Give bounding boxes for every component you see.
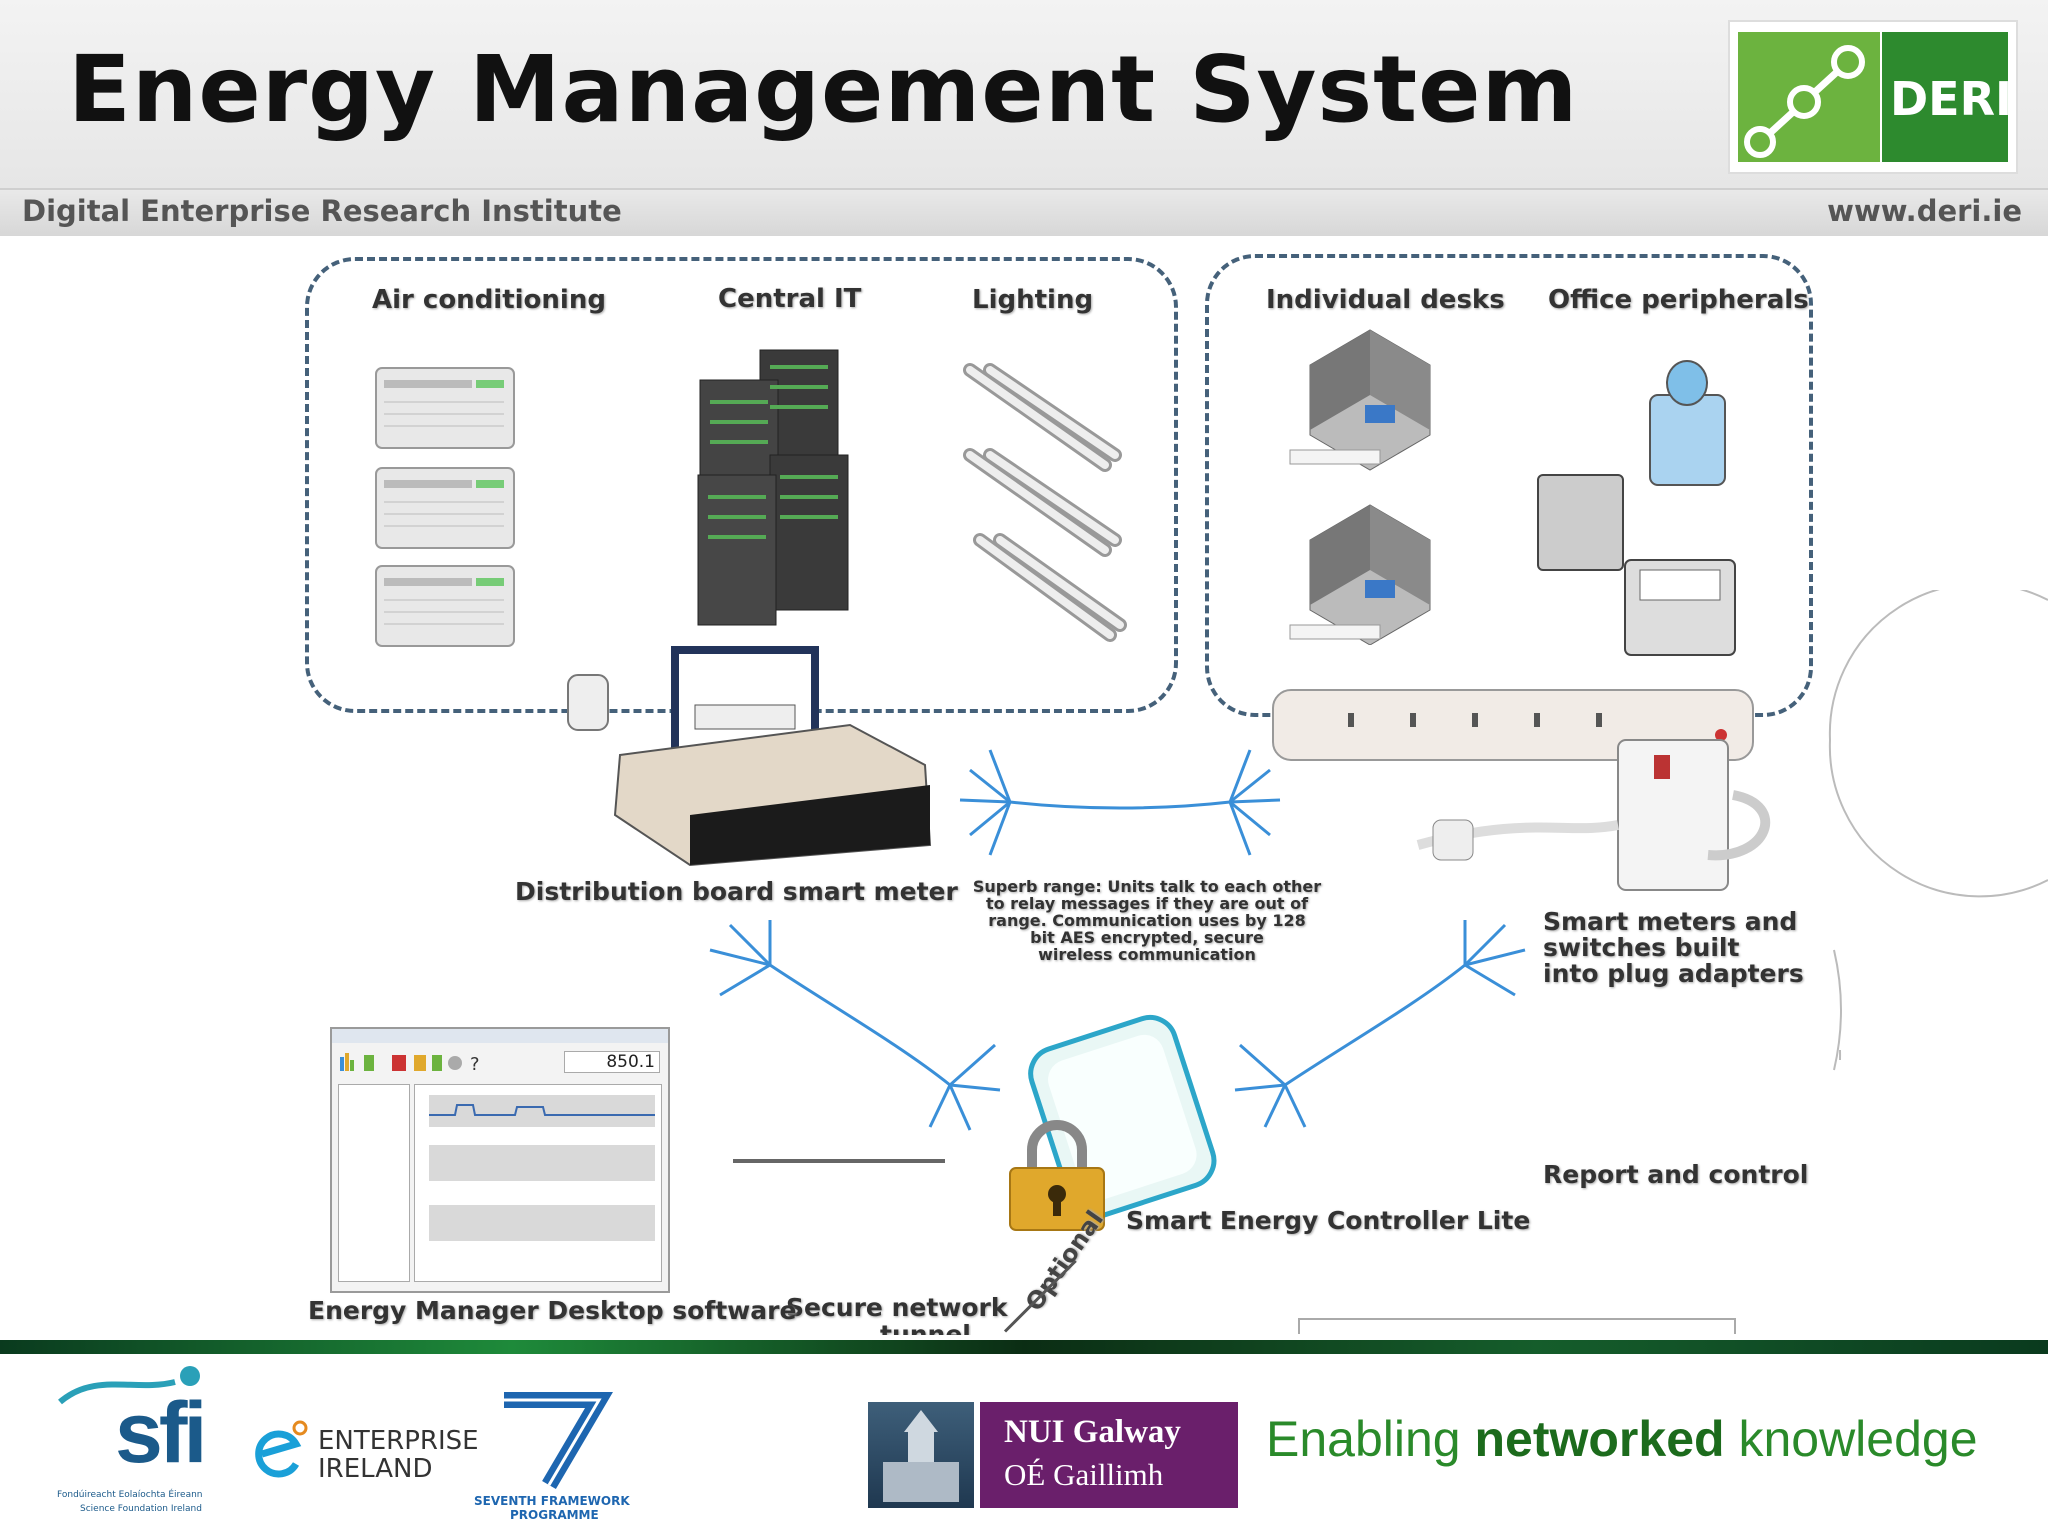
air-conditioner-units xyxy=(375,367,515,647)
sfi-logo: sfi Fondúireacht Eolaíochta Éireann Scie… xyxy=(55,1362,225,1522)
tagline-pre: Enabling xyxy=(1266,1411,1475,1467)
svg-text:?: ? xyxy=(470,1054,480,1073)
label-desktop-software: Energy Manager Desktop software xyxy=(308,1296,797,1325)
enterprise-text-2: IRELAND xyxy=(318,1454,433,1484)
wireless-link-arrows-top xyxy=(959,749,1281,856)
fp7-text-2: PROGRAMME xyxy=(510,1508,599,1522)
network-line xyxy=(733,1159,945,1163)
toolbar-icons: ? xyxy=(340,1051,490,1075)
tagline-post: knowledge xyxy=(1724,1411,1978,1467)
smart-meters-line: into plug adapters xyxy=(1543,959,1804,988)
label-tunnel: tunnel xyxy=(880,1320,971,1335)
deri-logo: DERI xyxy=(1728,20,2018,174)
range-note-line: to relay messages if they are out of xyxy=(985,894,1309,913)
label-controller: Smart Energy Controller Lite xyxy=(1126,1206,1531,1235)
sfi-sub-2: Science Foundation Ireland xyxy=(80,1504,202,1514)
decorative-arc xyxy=(1828,590,2048,1071)
range-note-line: wireless communication xyxy=(1038,945,1256,964)
distribution-board-meter xyxy=(567,646,932,867)
label-individual-desks: Individual desks xyxy=(1266,285,1505,315)
label-secure-network: Secure network xyxy=(786,1293,1008,1322)
office-desk-cubicles xyxy=(1289,329,1431,645)
range-note: Superb range: Units talk to each other t… xyxy=(972,878,1322,963)
energy-readout: 850.1 xyxy=(564,1051,660,1073)
fluorescent-tubes xyxy=(963,363,1127,642)
usage-graph-plot xyxy=(429,1095,655,1241)
deri-logo-block xyxy=(1882,32,2008,162)
enterprise-e-icon xyxy=(255,1420,308,1478)
smart-meters-line: switches built xyxy=(1543,933,1740,962)
slide-title: Energy Management System xyxy=(68,36,1579,143)
chart-toolbar-icon: ? xyxy=(340,1053,480,1075)
tagline-bold: networked xyxy=(1474,1411,1725,1467)
nui-text-2: OÉ Gaillimh xyxy=(1004,1457,1164,1492)
slide-header xyxy=(0,0,2048,188)
wireless-link-arrows-left xyxy=(709,920,1001,1131)
window-titlebar xyxy=(332,1029,668,1043)
power-strip-plug-adapter xyxy=(1272,689,1771,891)
wireless-link-arrows-right xyxy=(1234,920,1526,1128)
label-lighting: Lighting xyxy=(972,285,1094,315)
fp7-logo: SEVENTH FRAMEWORK PROGRAMME xyxy=(474,1390,630,1522)
nui-text-1: NUI Galway xyxy=(1004,1414,1181,1450)
nui-building-icon xyxy=(868,1402,974,1508)
label-distribution-meter: Distribution board smart meter xyxy=(515,877,958,906)
label-central-it: Central IT xyxy=(718,284,862,314)
usage-graph xyxy=(414,1084,662,1282)
nui-name-block xyxy=(980,1402,1238,1508)
sfi-sub-1: Fondúireacht Eolaíochta Éireann xyxy=(57,1490,203,1500)
range-note-line: range. Communication uses by 128 xyxy=(988,911,1306,930)
fp7-text-1: SEVENTH FRAMEWORK xyxy=(474,1494,630,1508)
label-air-conditioning: Air conditioning xyxy=(372,285,606,315)
smart-meters-line: Smart meters and xyxy=(1543,907,1798,936)
desktop-software-window: ? 850.1 xyxy=(330,1027,670,1293)
range-note-line: Superb range: Units talk to each other xyxy=(972,877,1322,896)
label-report-control: Report and control xyxy=(1543,1160,1809,1189)
sfi-text: sfi xyxy=(115,1385,207,1481)
website-link[interactable]: www.deri.ie xyxy=(1827,194,2022,228)
deri-logo-graphic xyxy=(1738,32,1880,162)
report-table-fragment xyxy=(1298,1318,1736,1334)
fp7-seven-icon xyxy=(504,1392,613,1490)
range-note-line: bit AES encrypted, secure xyxy=(1030,928,1264,947)
enterprise-ireland-logo: ENTERPRISE IRELAND xyxy=(248,1418,479,1498)
device-list[interactable] xyxy=(338,1084,410,1282)
tower-icon xyxy=(883,1410,959,1502)
nui-galway-logo: NUI Galway OÉ Gaillimh xyxy=(868,1402,1238,1508)
padlock-icon xyxy=(1009,1120,1105,1231)
deri-logo-text: DERI xyxy=(1890,72,2013,126)
institute-bar xyxy=(0,188,2048,236)
sfi-swoosh-icon xyxy=(58,1366,200,1405)
office-peripherals-devices xyxy=(1537,360,1736,656)
server-racks xyxy=(697,349,849,626)
molecule-icon xyxy=(1744,45,1865,158)
label-office-peripherals: Office peripherals xyxy=(1548,285,1809,315)
enterprise-text-1: ENTERPRISE xyxy=(318,1426,479,1456)
institute-name: Digital Enterprise Research Institute xyxy=(22,194,622,228)
tagline: Enabling networked knowledge xyxy=(1266,1410,1978,1468)
footer-strip xyxy=(0,1340,2048,1354)
label-smart-meters: Smart meters and switches built into plu… xyxy=(1543,909,1804,987)
